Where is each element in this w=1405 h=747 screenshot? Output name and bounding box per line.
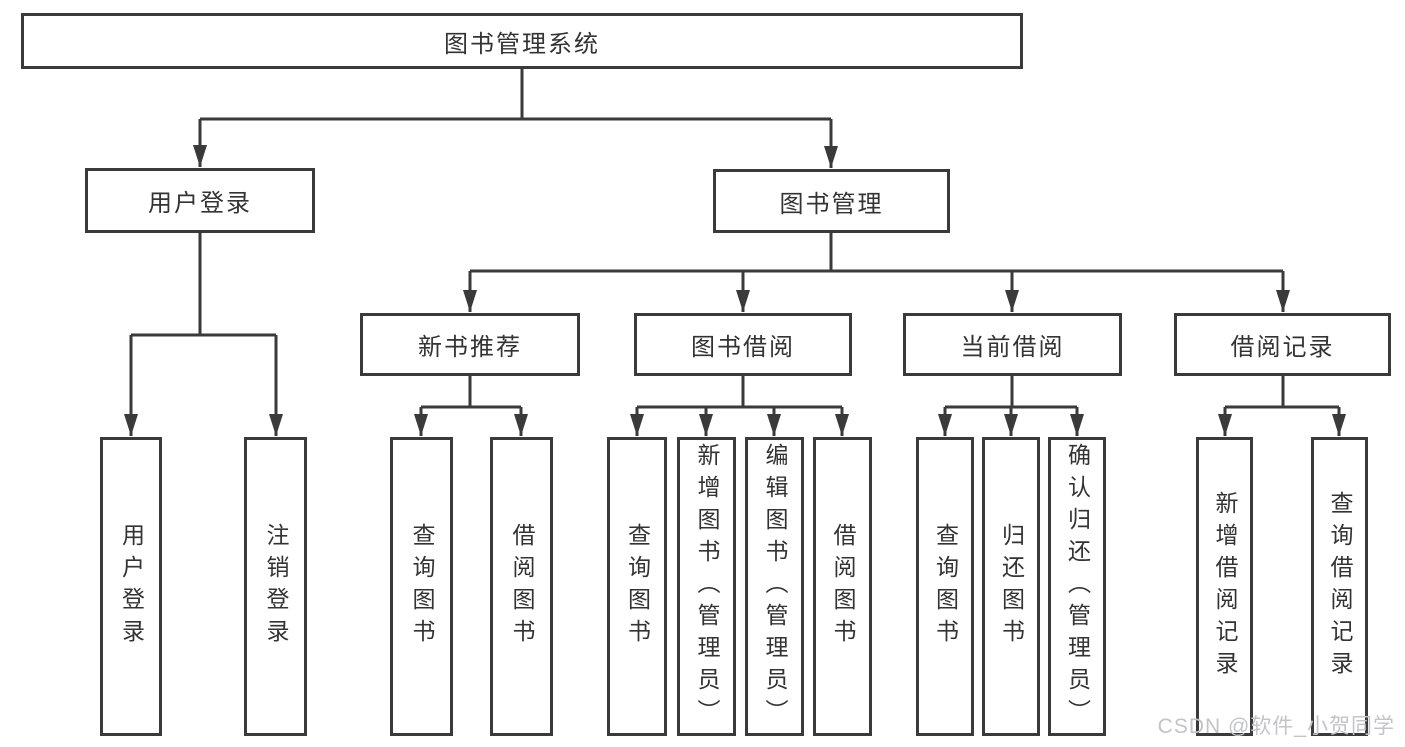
node-user-login: 用户登录 [85,168,315,233]
leaf-add-book-admin: 新增图书（管理员） [677,437,736,736]
leaf-query-books-borrow: 查询图书 [607,437,667,736]
leaf-edit-book-admin: 编辑图书（管理员） [745,437,804,736]
leaf-query-borrow-record: 查询借阅记录 [1311,437,1368,736]
leaf-user-login: 用户登录 [100,437,162,736]
node-book-management: 图书管理 [713,169,950,233]
leaf-logout-login: 注销登录 [244,437,307,736]
leaf-query-books-recommend: 查询图书 [390,437,453,736]
leaf-confirm-return-admin: 确认归还（管理员） [1048,437,1106,736]
leaf-borrow-books-borrow: 借阅图书 [813,437,872,736]
node-new-book-recommend: 新书推荐 [360,313,580,376]
leaf-borrow-books-recommend: 借阅图书 [490,437,553,736]
node-borrow-records: 借阅记录 [1174,313,1391,376]
node-book-borrow: 图书借阅 [634,313,852,376]
leaf-return-book: 归还图书 [982,437,1040,736]
csdn-watermark: CSDN @软件_小贺同学 [1157,715,1395,738]
leaf-add-borrow-record: 新增借阅记录 [1196,437,1253,736]
node-current-borrow: 当前借阅 [903,313,1122,376]
node-root-library-system: 图书管理系统 [21,13,1023,69]
leaf-query-books-current: 查询图书 [916,437,974,736]
